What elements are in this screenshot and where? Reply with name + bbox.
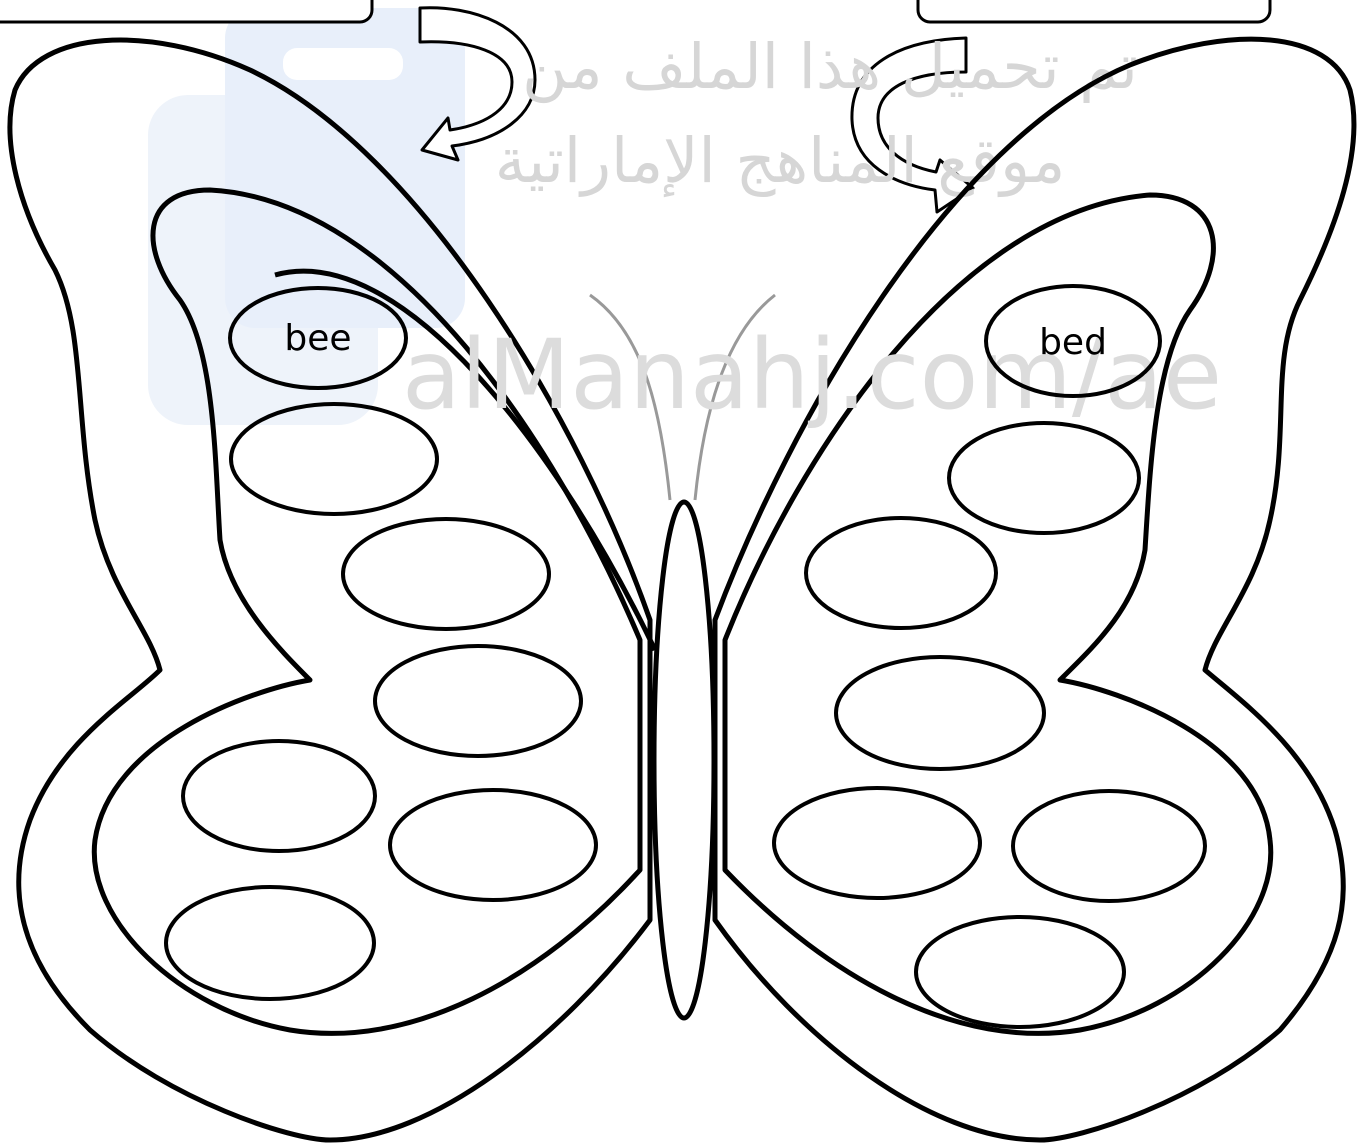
right-wing-word: bed xyxy=(1039,322,1107,363)
watermark-arabic-line-1: تم تحميل هذا الملف من xyxy=(522,30,1138,103)
right-header-box xyxy=(918,0,1270,22)
right-blank-oval[interactable] xyxy=(949,423,1139,533)
right-blank-oval[interactable] xyxy=(1013,791,1205,901)
right-blank-oval[interactable] xyxy=(916,917,1124,1027)
butterfly-body xyxy=(654,502,714,1018)
watermark-arabic-line-2: موقع المناهج الإماراتية xyxy=(495,124,1066,198)
left-blank-oval[interactable] xyxy=(166,887,374,999)
left-blank-oval[interactable] xyxy=(390,790,596,900)
left-wing-word: bee xyxy=(284,318,351,359)
right-blank-oval[interactable] xyxy=(836,657,1044,769)
left-header-box xyxy=(0,0,372,22)
left-blank-oval[interactable] xyxy=(375,646,581,756)
left-blank-oval[interactable] xyxy=(343,519,549,629)
right-blank-oval[interactable] xyxy=(806,518,996,628)
left-blank-oval[interactable] xyxy=(183,741,375,851)
right-blank-oval[interactable] xyxy=(774,788,980,898)
